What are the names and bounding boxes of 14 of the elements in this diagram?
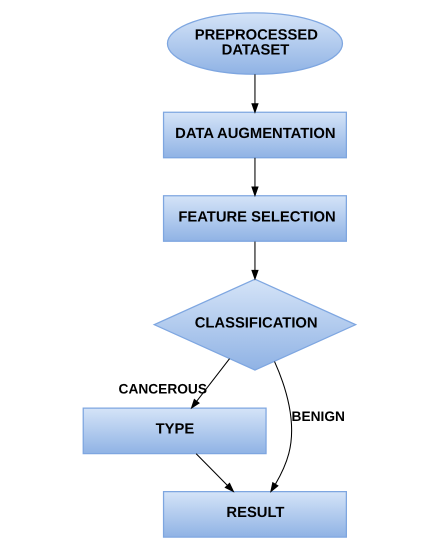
edge-label: CANCEROUS (118, 381, 207, 396)
arrow (270, 361, 292, 493)
arrow (251, 74, 259, 114)
arrow (251, 158, 259, 198)
arrow (196, 453, 234, 493)
arrow (190, 358, 230, 410)
edge-label: BENIGN (292, 409, 345, 424)
node-ellipse: PREPROCESSED DATASET (166, 12, 344, 75)
arrow (251, 242, 259, 280)
node-diamond: CLASSIFICATION (152, 278, 358, 371)
node-box: TYPE (82, 408, 267, 454)
node-box: RESULT (162, 491, 347, 538)
node-box: FEATURE SELECTION (162, 195, 347, 242)
node-box: DATA AUGMENTATION (162, 112, 347, 158)
